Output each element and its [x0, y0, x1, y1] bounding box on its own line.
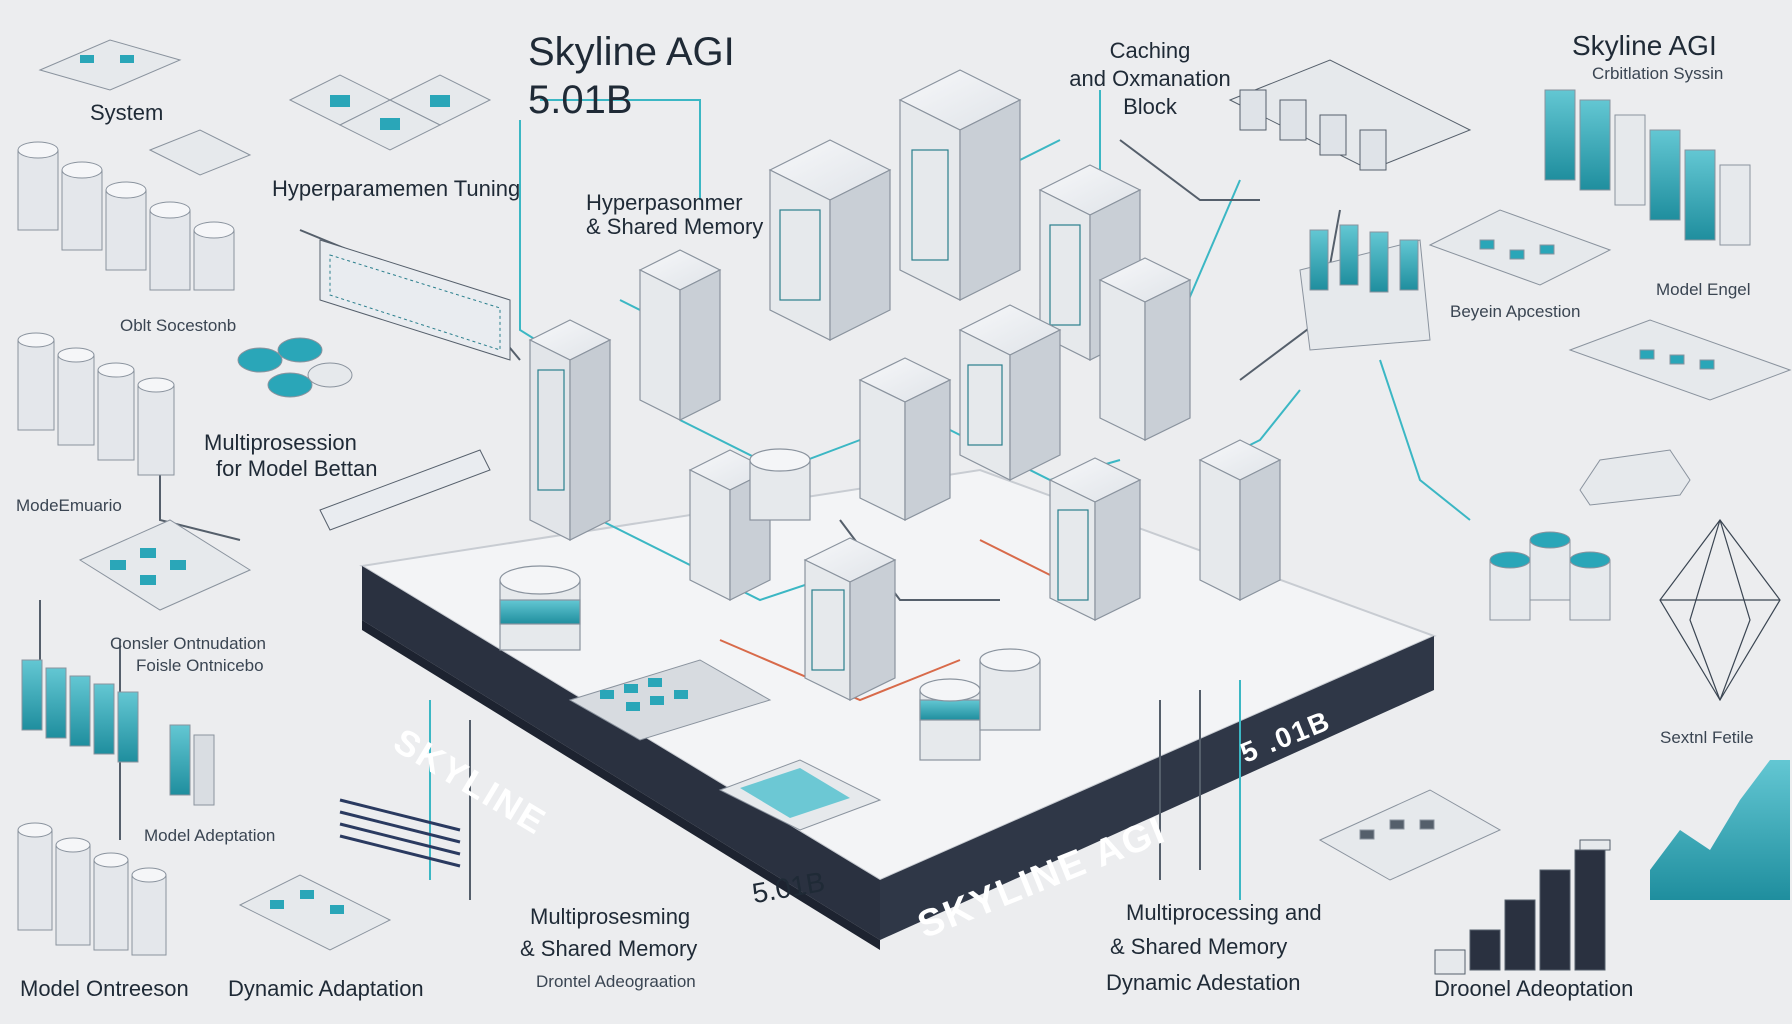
right-car	[1579, 449, 1691, 506]
right-teal-block	[1299, 224, 1431, 351]
label-right-sub: Crbitlation Syssin	[1592, 64, 1724, 83]
tower-c	[898, 69, 1022, 301]
label-model-ontreson: Model Ontreeson	[20, 976, 189, 1001]
server-towers	[528, 69, 1282, 701]
right-chart-bars	[1650, 760, 1790, 900]
right-bottom-cylinders	[1434, 839, 1611, 975]
label-center-bottom-2: & Shared Memory	[520, 936, 698, 961]
label-hyper-shared-1: Hyperpasonmer	[586, 190, 743, 215]
label-right-bottom-1: Multiprocessing and	[1126, 900, 1322, 925]
tower-f	[958, 304, 1062, 481]
teal-pucks	[237, 337, 353, 398]
lower-left-lines	[339, 798, 461, 868]
label-right-bottom-3: Dynamic Adestation	[1106, 970, 1301, 995]
label-dynamic-adaptation: Dynamic Adaptation	[228, 976, 424, 1001]
label-bottom-right: Droonel Adeoptation	[1434, 976, 1634, 1001]
main-title-name: Skyline AGI	[528, 30, 735, 74]
label-caching-1: Caching	[1109, 38, 1191, 63]
label-sensor-fetile: Sextnl Fetile	[1660, 728, 1754, 747]
left-top-cluster	[288, 74, 492, 151]
label-upper-small: Oblt Socestonb	[120, 316, 237, 335]
tower-l	[1198, 439, 1282, 601]
label-caching-3: Block	[1123, 94, 1177, 119]
right-top-racks	[1228, 59, 1472, 171]
main-title-version: 5.01B	[528, 78, 633, 122]
left-boards	[78, 519, 392, 951]
label-left-small-1: ModeEmuario	[16, 496, 122, 515]
tower-b	[768, 139, 892, 341]
label-right-title: Skyline AGI	[1572, 30, 1717, 61]
left-disk-stacks	[17, 141, 235, 956]
right-sphere	[1659, 519, 1781, 702]
label-left-small-3: Foisle Ontnicebo	[136, 656, 264, 675]
label-model-adaptation-left: Model Adeptation	[144, 826, 276, 845]
left-top-small	[38, 39, 252, 176]
tower-k	[638, 249, 722, 421]
cylinders	[499, 448, 1041, 761]
left-teal-racks	[21, 659, 215, 806]
right-tall-racks	[1544, 89, 1751, 246]
central-platform	[359, 468, 1437, 950]
label-center-bottom-1: Multiprosesming	[530, 904, 691, 929]
tower-e	[1098, 257, 1192, 441]
tower-j	[858, 357, 952, 521]
tower-a	[528, 319, 612, 541]
label-system: System	[90, 100, 164, 125]
label-hyper-shared-2: & Shared Memory	[586, 214, 764, 239]
tower-h	[803, 537, 897, 701]
label-bayesian: Beyein Apcestion	[1450, 302, 1581, 321]
right-pods	[1489, 531, 1611, 621]
chip-boards	[568, 659, 882, 831]
right-boards	[1318, 209, 1792, 881]
label-caching-2: and Oxmanation	[1069, 66, 1231, 91]
label-right-bottom-2: & Shared Memory	[1110, 934, 1288, 959]
label-left-small-2: Consler Ontnudation	[110, 634, 266, 653]
tower-g	[1048, 457, 1142, 621]
label-center-bottom-3: Drontel Adeograation	[536, 972, 696, 991]
left-panel	[319, 239, 511, 531]
label-multi-model-1: Multiprosession	[204, 430, 357, 455]
label-multi-model-2: for Model Bettan	[216, 456, 378, 481]
label-hyper-tuning: Hyperparamemen Tuning	[272, 176, 521, 201]
label-model-engel: Model Engel	[1656, 280, 1751, 299]
